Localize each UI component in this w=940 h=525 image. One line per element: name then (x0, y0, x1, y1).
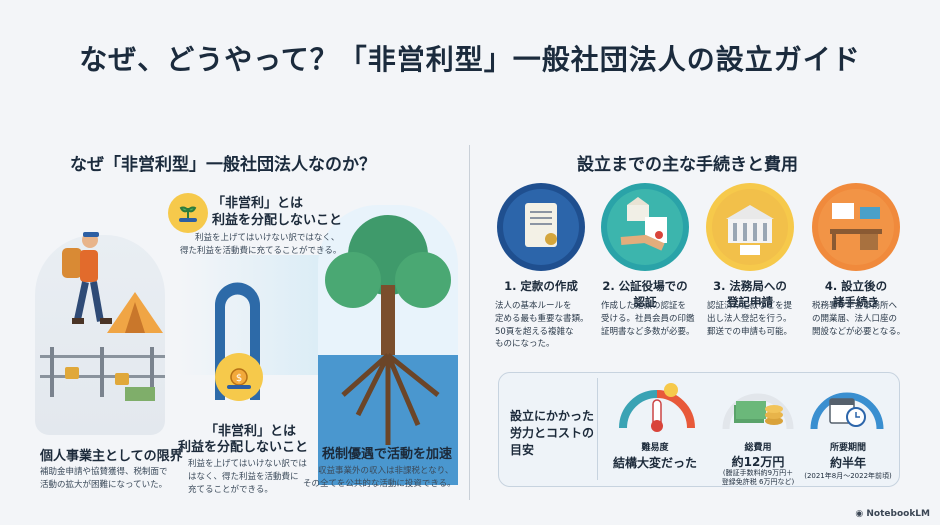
right-heading: 設立までの主な手続きと費用 (577, 155, 798, 175)
step1-desc-line3: 50頁を超える複雑な (495, 326, 574, 337)
difficulty-name: 難易度 (641, 443, 669, 453)
brand-label: NotebookLM (866, 509, 930, 519)
callout-mid-title1: 「非営利」とは (205, 424, 297, 439)
period-note: (2021年8月〜2022年前頃) (804, 472, 892, 480)
step1-desc-line4: ものになった。 (495, 339, 555, 350)
step4-title-line2: 諸手続き (833, 295, 879, 310)
page-title: なぜ、どうやって？「非営利型」一般社団法人の設立ガイド (79, 43, 861, 76)
step2-desc-line1: 作成した定款の認証を (601, 301, 687, 311)
step1-title-line1: 1. 定款の作成 (504, 279, 578, 293)
callout-top-title2: 利益を分配しないこと (212, 213, 343, 228)
legal-bureau-icon (706, 183, 794, 271)
notebooklm-logo-icon: ◉ (855, 509, 867, 519)
callout-mid-body2: はなく、得た利益を活動費に (188, 472, 299, 482)
step1-desc-line2: 定める最も重要な書類。 (495, 313, 589, 324)
left-heading: なぜ「非営利型」一般社団法人なのか？ (70, 155, 376, 175)
tax-title: 税制優遇で活動を加速 (322, 447, 453, 462)
cost-box-separator (597, 378, 598, 480)
callout-mid-title2: 利益を分配しないこと (178, 440, 309, 455)
total-cost-note2: 登録免許税 6万円など) (721, 478, 795, 486)
tree-illustration (318, 205, 458, 485)
step3-title-line2: 登記申請 (727, 295, 773, 310)
tax-body2: その全てを公共的な活動に投資できる。 (303, 479, 456, 489)
office-desk-icon (812, 183, 900, 271)
step2-title-line2: 認証 (633, 295, 657, 310)
difficulty-gauge-icon (619, 383, 695, 432)
cost-label-line2: 労力とコストの (510, 425, 595, 440)
step3-desc-line2: 出し法人登記を行う。 (707, 313, 792, 324)
step4-desc-line2: の開業届、法人口座の (812, 313, 898, 324)
cost-label-line3: 目安 (510, 442, 535, 457)
callout-top-body2: 得た利益を活動費に充てることができる。 (180, 246, 342, 256)
svg-text:$: $ (236, 373, 242, 384)
step4-title-line1: 4. 設立後の (824, 279, 888, 293)
coin-hand-icon: $ (215, 353, 263, 401)
limit-body2: 活動の拡大が困難になっていた。 (40, 480, 168, 490)
sprout-hand-icon (168, 193, 208, 233)
notebooklm-brand: ◉ NotebookLM (855, 509, 930, 519)
period-name: 所要期間 (829, 443, 866, 453)
tax-body1: 収益事業外の収入は非課税となり、 (318, 466, 454, 476)
tent-illustration (107, 292, 163, 333)
callout-top-body1: 利益を上げてはいけない訳ではなく、 (195, 233, 340, 243)
callout-mid-body3: 充てることができる。 (188, 485, 273, 495)
step3-title-line1: 3. 法務局への (713, 279, 787, 293)
step3-desc: 認証済み定款などを提 出し法人登記を行う。 郵送での申請も可能。 (707, 300, 827, 338)
step1-desc-line1: 法人の基本ルールを (495, 301, 572, 311)
cost-label-line1: 設立にかかった (510, 409, 595, 423)
step2-desc: 作成した定款の認証を 受ける。社員会員の印鑑 証明書など多数が必要。 (601, 300, 721, 338)
step1-title: 1. 定款の作成 (481, 278, 601, 294)
step3-desc-line3: 郵送での申請も可能。 (707, 326, 793, 337)
step3-desc-line1: 認証済み定款などを提 (707, 301, 793, 311)
hiker-illustration (62, 232, 112, 324)
difficulty-value: 結構大変だった (612, 456, 697, 470)
limit-title: 個人事業主としての限界 (40, 449, 183, 464)
cost-summary-box (498, 372, 900, 487)
total-cost-note1: (謄証手数料約9万円＋ (722, 469, 794, 477)
period-value: 約半年 (829, 456, 866, 470)
step4-desc-line1: 税務署や年金事務所へ (812, 301, 898, 311)
notary-handshake-icon (601, 183, 689, 271)
limit-body1: 補助金申請や協賛獲得、税制面で (40, 467, 168, 477)
step4-title: 4. 設立後の 諸手続き (796, 278, 916, 310)
money-stack-icon (722, 393, 794, 430)
hiker-scene-background (35, 235, 165, 435)
section-divider (469, 145, 470, 500)
cost-label: 設立にかかった 労力とコストの 目安 (510, 408, 594, 458)
callout-top-title1: 「非営利」とは (212, 196, 304, 211)
fence-locks-illustration (40, 347, 165, 401)
calendar-clock-icon (810, 392, 884, 430)
step2-title-line1: 2. 公証役場での (602, 279, 688, 293)
step2-desc-line3: 証明書など多数が必要。 (601, 326, 695, 337)
step2-desc-line2: 受ける。社員会員の印鑑 (601, 313, 695, 324)
callout-mid-body1: 利益を上げてはいけない訳では (188, 459, 307, 469)
total-cost-value: 約12万円 (731, 455, 785, 469)
document-icon (497, 183, 585, 271)
step3-title: 3. 法務局への 登記申請 (690, 278, 810, 310)
total-cost-name: 総費用 (744, 443, 772, 453)
step1-desc: 法人の基本ルールを 定める最も重要な書類。 50頁を超える複雑な ものになった。 (495, 300, 615, 351)
step4-desc-line3: 開設などが必要となる。 (812, 326, 906, 337)
step2-title: 2. 公証役場での 認証 (585, 278, 705, 310)
step4-desc: 税務署や年金事務所へ の開業届、法人口座の 開設などが必要となる。 (812, 300, 932, 338)
